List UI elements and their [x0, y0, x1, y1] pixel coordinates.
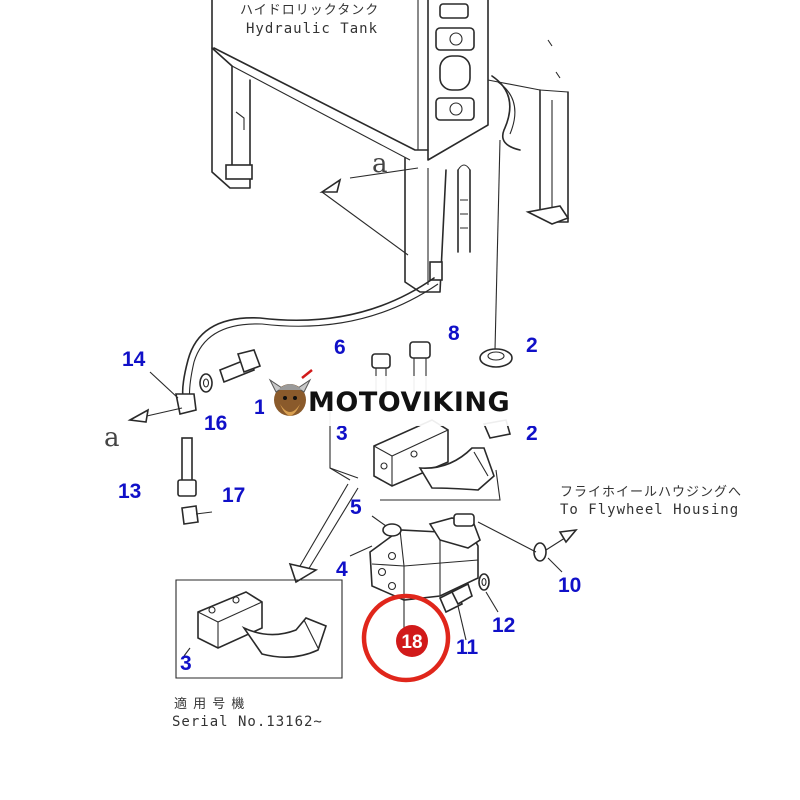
return-hose	[181, 139, 501, 403]
view-marker-lower: a	[104, 423, 120, 453]
callout-2-upper: 2	[526, 334, 538, 357]
o-ring-4	[349, 545, 373, 557]
callout-17: 17	[222, 484, 245, 507]
callout-2-lower: 2	[526, 422, 538, 445]
viking-logo-icon	[268, 369, 313, 416]
fitting-14	[149, 371, 197, 415]
washer-12	[478, 573, 499, 613]
callout-1: 1	[254, 396, 266, 419]
view-arrow-upper	[319, 167, 419, 256]
callout-14: 14	[122, 348, 146, 371]
callout-13: 13	[118, 480, 141, 503]
bracket-3-upper	[373, 419, 495, 491]
view-marker-upper: a	[372, 149, 388, 179]
hydraulic-tank	[211, 0, 570, 293]
callout-6: 6	[334, 336, 346, 359]
tube-13	[177, 437, 197, 497]
view-arrow-lower	[127, 407, 183, 423]
callout-5: 5	[350, 496, 362, 519]
callout-10: 10	[558, 574, 581, 597]
detail-box-lower	[175, 579, 343, 679]
tank-label-en: Hydraulic Tank	[246, 21, 378, 37]
tank-label-jp: ハイドロリックタンク	[240, 3, 379, 18]
callout-16: 16	[204, 412, 227, 435]
o-ring-5	[371, 515, 402, 537]
callout-11: 11	[456, 636, 479, 659]
watermark: MOTOVIKING	[264, 369, 534, 426]
part-badge-number: 18	[401, 632, 422, 653]
clamp-2-upper	[479, 348, 513, 368]
flywheel-label-jp: フライホイールハウジングへ	[560, 485, 742, 500]
highlight-18: 18	[361, 593, 451, 683]
callout-12: 12	[492, 614, 515, 637]
callout-8: 8	[448, 322, 460, 345]
bolt-11	[438, 582, 473, 641]
bolt-1	[219, 349, 262, 384]
callout-4: 4	[336, 558, 348, 581]
watermark-text: MOTOVIKING	[308, 387, 510, 418]
washer-16	[199, 373, 213, 393]
callout-3-upper: 3	[336, 422, 348, 445]
bolt-8	[409, 341, 431, 392]
serial-label-en: Serial No.13162~	[172, 714, 323, 730]
highlight-ring	[361, 593, 451, 683]
flywheel-label-en: To Flywheel Housing	[560, 502, 739, 518]
detail-arrow	[288, 483, 359, 584]
hydraulic-pump	[369, 513, 481, 632]
o-ring-10	[477, 521, 578, 573]
serial-label-jp: 適 用 号 機	[174, 696, 245, 712]
nipple-17	[181, 505, 213, 525]
callout-3-lower: 3	[180, 652, 192, 675]
part-badge	[396, 625, 428, 657]
